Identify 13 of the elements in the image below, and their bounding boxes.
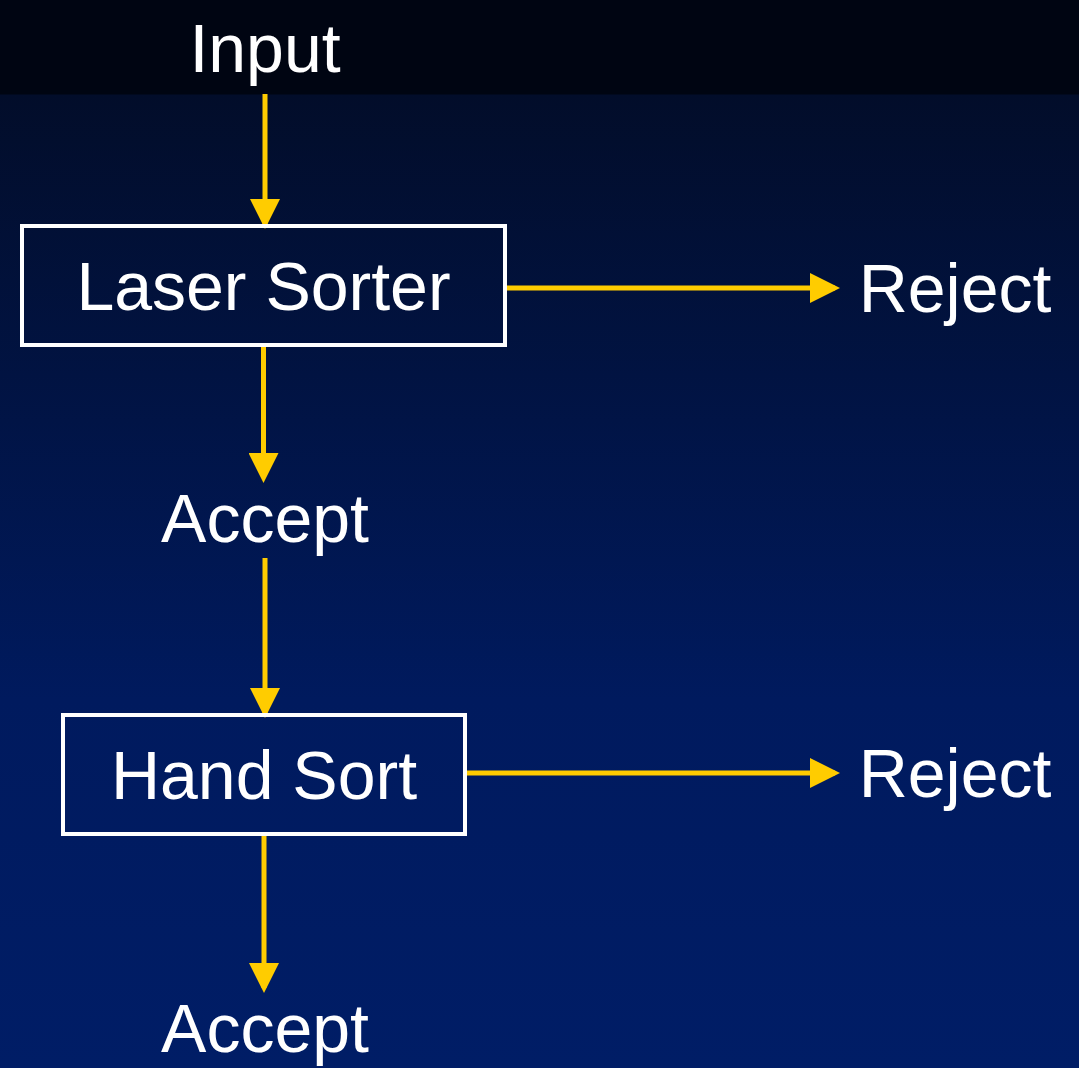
process-box	[20, 224, 507, 347]
node-label: Input	[165, 2, 365, 94]
process-box	[61, 713, 467, 836]
arrow	[507, 273, 840, 303]
node-label: Reject	[835, 248, 1075, 328]
arrow	[249, 836, 279, 993]
arrow	[248, 347, 279, 483]
process-label: Hand Sort	[110, 740, 418, 809]
node-label: Accept	[130, 988, 400, 1068]
arrow	[467, 758, 840, 788]
node-label: Reject	[835, 733, 1075, 813]
process-label: Laser Sorter	[76, 251, 451, 320]
node-label: Accept	[130, 478, 400, 558]
